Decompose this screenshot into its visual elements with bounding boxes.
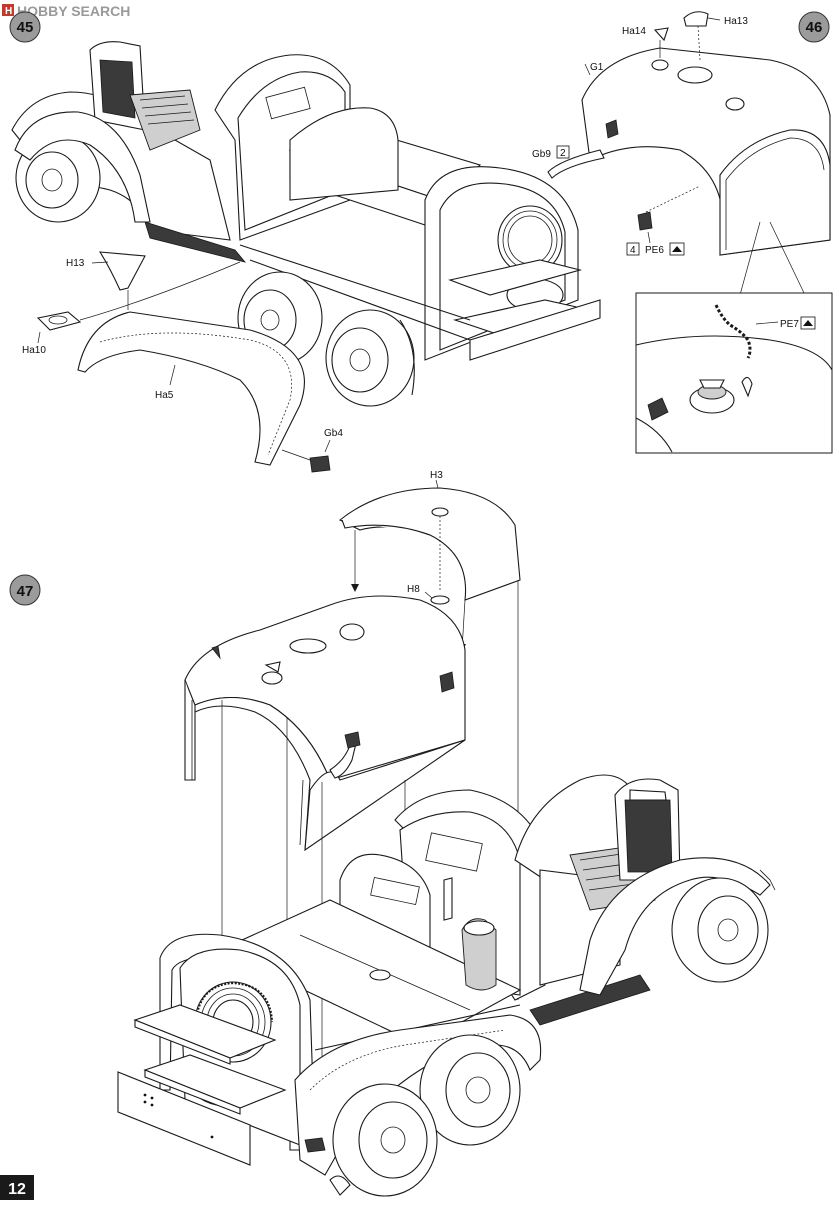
watermark-logo: H HOBBY SEARCH bbox=[2, 3, 130, 19]
part-h3 bbox=[338, 487, 521, 601]
label-h8: H8 bbox=[407, 584, 420, 595]
page-number: 12 bbox=[8, 1181, 26, 1198]
part-ha14 bbox=[653, 27, 669, 42]
step-46-assembly: G1 Ha14 Ha13 Gb9 2 4 PE6 bbox=[532, 11, 833, 454]
step-45-assembly: H13 Ha10 Ha5 Gb4 bbox=[11, 41, 601, 473]
label-ha13: Ha13 bbox=[724, 16, 748, 27]
page-number-badge: 12 bbox=[0, 1175, 34, 1200]
label-ha5: Ha5 bbox=[155, 390, 174, 401]
qty-pe6: 4 bbox=[630, 245, 636, 256]
part-ha13 bbox=[683, 11, 709, 27]
part-ha10 bbox=[36, 311, 82, 331]
step-47-number: 47 bbox=[17, 583, 34, 600]
label-gb4: Gb4 bbox=[324, 428, 343, 439]
part-gb4 bbox=[309, 455, 331, 473]
svg-text:H: H bbox=[5, 6, 12, 17]
label-gb9: Gb9 bbox=[532, 149, 551, 160]
label-h13: H13 bbox=[66, 258, 85, 269]
qty-gb9: 2 bbox=[560, 148, 566, 159]
label-ha10: Ha10 bbox=[22, 345, 46, 356]
part-h8 bbox=[430, 595, 450, 605]
step-47-assembly: H3 H8 bbox=[117, 470, 776, 1197]
part-h13 bbox=[98, 251, 146, 291]
qty-box-pe6 bbox=[626, 242, 640, 256]
step-46-badge: 46 bbox=[798, 11, 830, 43]
part-ha5 bbox=[77, 311, 305, 466]
watermark-icon bbox=[2, 4, 14, 16]
step-45-number: 45 bbox=[17, 19, 34, 36]
qty-box-gb9 bbox=[556, 145, 570, 159]
step-45-badge: 45 bbox=[9, 11, 41, 43]
part-gb9 bbox=[547, 149, 605, 179]
detail-inset bbox=[635, 292, 833, 454]
watermark-text: HOBBY SEARCH bbox=[17, 3, 130, 19]
label-h3: H3 bbox=[430, 470, 443, 481]
step-46-number: 46 bbox=[806, 19, 823, 36]
step-47-badge: 47 bbox=[9, 574, 41, 606]
label-pe7: PE7 bbox=[780, 319, 799, 330]
label-pe6: PE6 bbox=[645, 245, 664, 256]
label-ha14: Ha14 bbox=[622, 26, 646, 37]
label-g1: G1 bbox=[590, 62, 604, 73]
